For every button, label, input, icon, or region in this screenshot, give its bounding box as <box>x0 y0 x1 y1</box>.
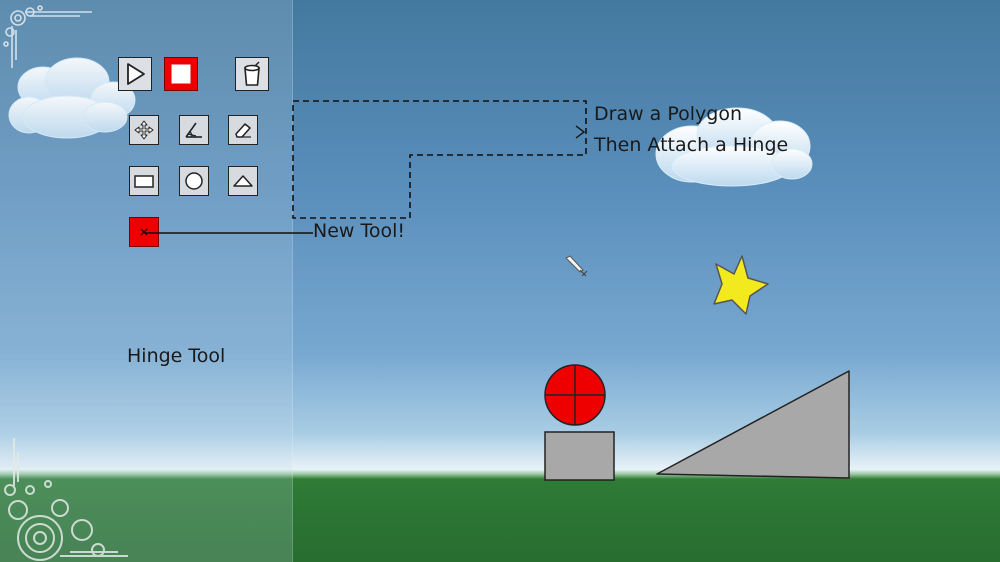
move-icon <box>134 120 154 140</box>
cloud-left <box>8 57 136 139</box>
joint-tool-button[interactable] <box>179 115 209 145</box>
new-tool-label: New Tool! <box>313 220 406 242</box>
move-tool-button[interactable] <box>129 115 159 145</box>
ground <box>0 470 1000 562</box>
current-tool-label: Hinge Tool <box>127 345 226 367</box>
hinge-icon <box>140 228 148 236</box>
eraser-icon <box>235 123 251 138</box>
tool-panel <box>0 0 293 562</box>
pen-cursor-icon <box>565 255 588 277</box>
rectangle-tool-button[interactable] <box>129 166 159 196</box>
circle-icon <box>185 172 203 190</box>
hint-line-1: Draw a Polygon <box>594 103 743 125</box>
joint-angle-icon <box>185 122 202 138</box>
red-ball[interactable] <box>544 364 606 426</box>
hint-line-2: Then Attach a Hinge <box>594 134 789 156</box>
play-icon <box>127 63 145 85</box>
stop-button[interactable] <box>164 57 198 91</box>
rectangle-icon <box>134 175 154 188</box>
star-object[interactable] <box>713 255 769 315</box>
triangle-icon <box>233 175 253 187</box>
clear-button[interactable] <box>235 57 269 91</box>
circle-tool-button[interactable] <box>179 166 209 196</box>
cloud-right <box>655 107 813 187</box>
gray-block[interactable] <box>544 431 615 481</box>
eraser-tool-button[interactable] <box>228 115 258 145</box>
triangle-tool-button[interactable] <box>228 166 258 196</box>
stop-icon <box>171 64 191 84</box>
gray-ramp[interactable] <box>656 370 850 479</box>
corner-ornament-top <box>3 5 92 68</box>
corner-ornament-bottom <box>4 438 128 561</box>
play-button[interactable] <box>118 57 152 91</box>
hinge-tool-button[interactable] <box>129 217 159 247</box>
trash-bin-icon <box>244 61 260 86</box>
